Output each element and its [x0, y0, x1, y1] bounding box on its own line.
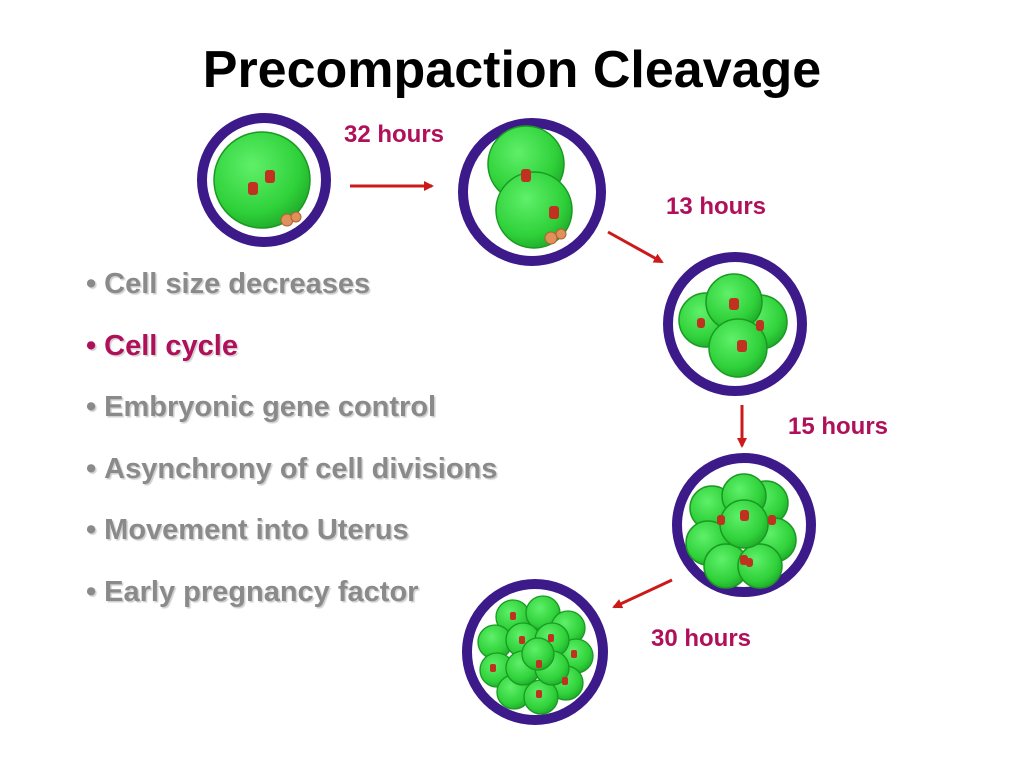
bullet-item: •Cell size decreases — [86, 262, 497, 324]
bullet-dot: • — [86, 391, 97, 423]
bullet-dot: • — [86, 575, 97, 608]
bullet-text: Movement into Uterus — [104, 514, 409, 546]
nucleus — [756, 320, 764, 331]
bullet-item: •Movement into Uterus — [86, 508, 497, 570]
page-title: Precompaction Cleavage — [202, 41, 822, 99]
embryo-16-cell — [462, 579, 608, 725]
nucleus — [536, 690, 542, 698]
nucleus — [265, 170, 275, 183]
blastomere — [495, 171, 573, 249]
nucleus — [729, 298, 739, 310]
bullet-item: •Cell cycle — [86, 324, 497, 386]
blastomere — [521, 637, 555, 671]
nucleus — [510, 612, 516, 620]
polar-body — [555, 228, 567, 240]
nucleus — [562, 677, 568, 685]
bullet-item: •Embryonic gene control — [86, 385, 497, 447]
nucleus — [746, 558, 753, 567]
bullet-text: Early pregnancy factor — [104, 575, 419, 608]
nucleus — [571, 650, 577, 658]
bullet-item: •Early pregnancy factor — [86, 570, 497, 632]
nucleus — [519, 636, 525, 644]
bullet-text: Cell size decreases — [104, 268, 371, 300]
time-label-32h: 32 hours — [344, 121, 444, 148]
bullet-dot: • — [86, 452, 97, 485]
bullet-text: Cell cycle — [104, 329, 238, 362]
nucleus — [248, 182, 258, 195]
time-label-15h: 15 hours — [788, 413, 888, 440]
nucleus — [717, 515, 725, 525]
nucleus — [548, 634, 554, 642]
arrow-down-right — [607, 230, 664, 264]
bullet-dot: • — [86, 329, 97, 362]
blastomere — [719, 499, 769, 549]
morula-cells — [477, 595, 594, 715]
bullet-text: Embryonic gene control — [104, 391, 437, 423]
nucleus — [521, 169, 531, 182]
nucleus — [768, 515, 776, 525]
bullet-text: Asynchrony of cell divisions — [104, 452, 498, 485]
embryo-2-cell — [458, 118, 606, 266]
bullet-dot: • — [86, 268, 97, 300]
time-label-13h: 13 hours — [666, 193, 766, 220]
bullet-dot: • — [86, 514, 97, 546]
polar-body — [290, 211, 302, 223]
nucleus — [536, 660, 542, 668]
bullet-list: •Cell size decreases•Cell cycle•Embryoni… — [86, 262, 497, 631]
nucleus — [740, 510, 749, 521]
embryo-8-cell — [672, 453, 816, 597]
nucleus — [549, 206, 559, 219]
nucleus — [490, 664, 496, 672]
embryo-4-cell — [663, 252, 807, 396]
bullet-item: •Asynchrony of cell divisions — [86, 447, 497, 509]
time-label-30h: 30 hours — [651, 625, 751, 652]
morula-nuclei — [490, 612, 577, 698]
blastomere — [737, 543, 783, 589]
nucleus — [737, 340, 747, 352]
nucleus — [697, 318, 705, 328]
embryo-1-cell — [197, 113, 331, 247]
polar-body — [544, 231, 558, 245]
blastomere — [213, 131, 311, 229]
arrow-down-left — [612, 578, 673, 609]
